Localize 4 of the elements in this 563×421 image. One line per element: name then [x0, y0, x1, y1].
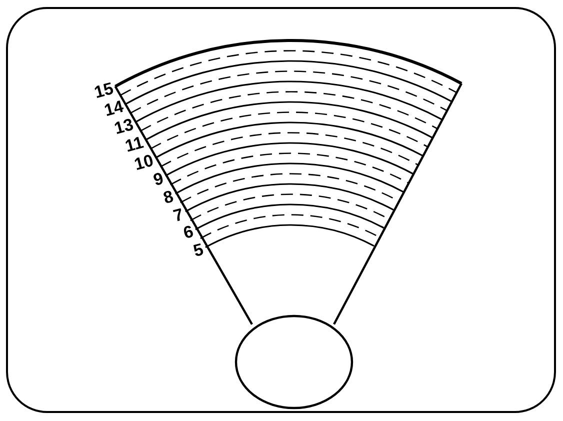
scale-number: 8: [162, 187, 176, 206]
scale-number: 5: [192, 241, 206, 260]
scale-number: 7: [172, 205, 186, 224]
scale-number: 6: [182, 223, 196, 242]
